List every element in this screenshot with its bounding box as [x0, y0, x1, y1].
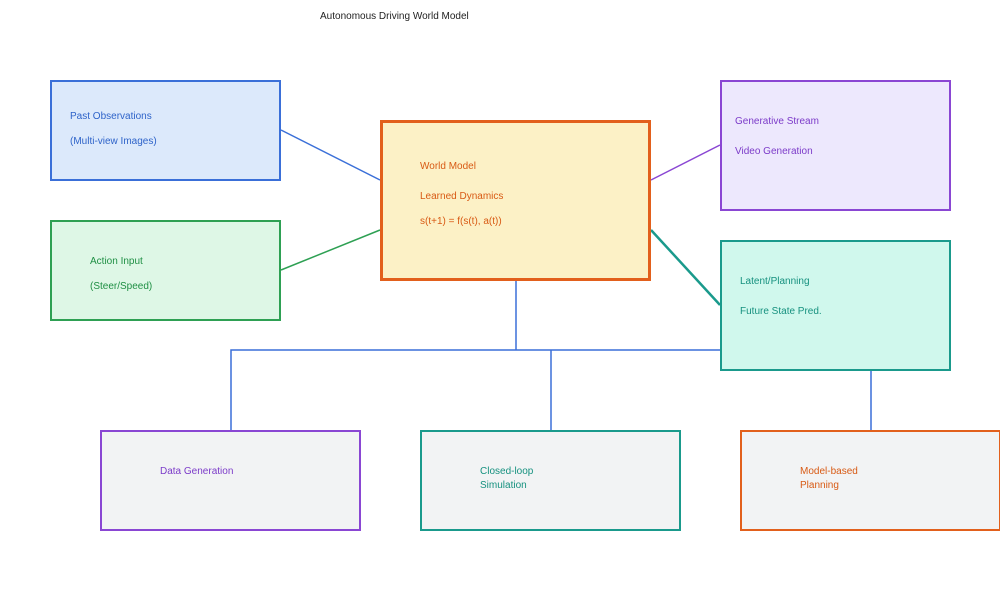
latent-planning-node: Latent/Planning Future State Pred. [720, 240, 951, 371]
model-based-sublabel: Planning [800, 480, 839, 491]
generative-stream-label: Generative Stream [735, 116, 819, 127]
action-input-label: Action Input [90, 256, 143, 267]
action-input-node: Action Input (Steer/Speed) [50, 220, 281, 321]
past-observations-node: Past Observations (Multi-view Images) [50, 80, 281, 181]
data-generation-node: Data Generation [100, 430, 361, 531]
latent-planning-label: Latent/Planning [740, 276, 810, 287]
closed-loop-label: Closed-loop [480, 466, 534, 477]
generative-stream-sublabel: Video Generation [735, 146, 813, 157]
connector-world-model-to-generative [650, 144, 721, 181]
world-model-equation: s(t+1) = f(s(t), a(t)) [420, 216, 502, 227]
action-input-sublabel: (Steer/Speed) [90, 281, 153, 292]
world-model-label: World Model [420, 161, 476, 172]
world-model-node: World Model Learned Dynamics s(t+1) = f(… [380, 120, 651, 281]
world-model-sublabel: Learned Dynamics [420, 191, 504, 202]
data-generation-label: Data Generation [160, 466, 234, 477]
latent-planning-sublabel: Future State Pred. [740, 306, 822, 317]
diagram-title: Autonomous Driving World Model [320, 11, 469, 22]
past-observations-label: Past Observations [70, 111, 152, 122]
closed-loop-sublabel: Simulation [480, 480, 527, 491]
connector-observations-to-world-model [280, 129, 381, 181]
closed-loop-simulation-node: Closed-loop Simulation [420, 430, 681, 531]
connector-action-to-world-model [280, 229, 381, 271]
past-observations-sublabel: (Multi-view Images) [70, 136, 157, 147]
model-based-planning-node: Model-based Planning [740, 430, 1000, 531]
generative-stream-node: Generative Stream Video Generation [720, 80, 951, 211]
connector-world-model-to-latent [650, 229, 721, 306]
model-based-label: Model-based [800, 466, 858, 477]
